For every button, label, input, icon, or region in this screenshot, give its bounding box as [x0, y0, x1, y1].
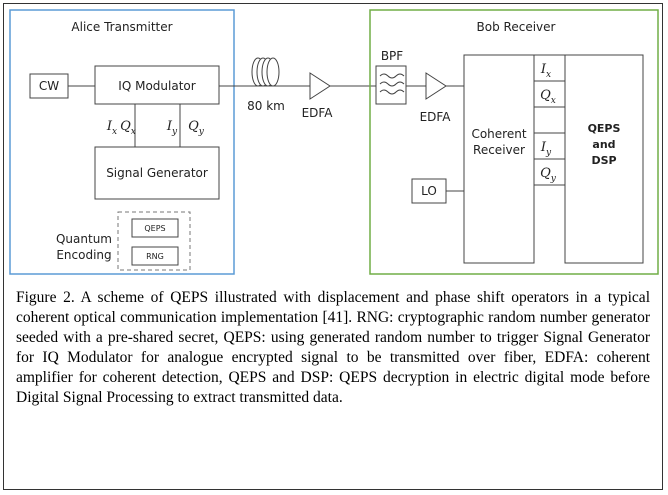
- edfa-rx-amplifier-icon: [425, 72, 447, 100]
- bpf-filter-icon: [375, 65, 407, 105]
- lo-box: [411, 178, 447, 204]
- distance-label: 80 km: [247, 99, 285, 113]
- iq-modulator-label: IQ Modulator: [118, 79, 195, 93]
- output-ix-label: Ix: [540, 62, 551, 80]
- lo-label: LO: [421, 184, 437, 198]
- alice-panel: [9, 9, 235, 275]
- dsp-label-1: QEPS: [588, 122, 621, 135]
- signal-generator-box: [94, 146, 220, 200]
- quantum-label: Quantum: [56, 232, 112, 246]
- port-iy-label: Iy: [166, 119, 178, 137]
- dsp-label-2: and: [592, 138, 615, 151]
- port-ix-label: Ix: [106, 119, 117, 137]
- edfa-rx-label: EDFA: [420, 110, 452, 124]
- bpf-wave-icon: [379, 73, 405, 95]
- figure-caption: Figure 2. A scheme of QEPS illustrated w…: [16, 289, 650, 406]
- bpf-label: BPF: [381, 49, 403, 63]
- output-iy-label: Iy: [540, 140, 552, 158]
- port-qy-label: Qy: [188, 119, 205, 137]
- cw-label: CW: [39, 79, 59, 93]
- bob-panel: [369, 9, 659, 275]
- output-qy-label: Qy: [540, 166, 557, 184]
- rng-box: [131, 246, 179, 266]
- edfa-tx-amplifier-icon: [309, 72, 331, 100]
- port-qx-label: Qx: [120, 119, 136, 137]
- cw-box: [29, 73, 69, 99]
- qeps-label: QEPS: [144, 224, 165, 233]
- encoding-label: Encoding: [56, 248, 111, 262]
- quantum-encoding-box: [117, 211, 191, 271]
- qeps-dsp-box: [564, 54, 644, 264]
- coherent-label: Coherent: [471, 127, 526, 141]
- output-qx-label: Qx: [540, 88, 556, 106]
- receiver-label: Receiver: [473, 143, 525, 157]
- qeps-box: [131, 218, 179, 238]
- coherent-receiver-box: [463, 54, 535, 264]
- system-diagram: Alice Transmitter CW IQ Modulator Ix Qx …: [9, 9, 659, 275]
- bob-title: Bob Receiver: [477, 20, 556, 34]
- edfa-tx-label: EDFA: [302, 106, 334, 120]
- iq-modulator-box: [94, 65, 220, 105]
- rng-label: RNG: [146, 252, 164, 261]
- fiber-spool-icon: [251, 57, 280, 87]
- alice-title: Alice Transmitter: [71, 20, 172, 34]
- signal-generator-label: Signal Generator: [106, 166, 208, 180]
- dsp-label-3: DSP: [591, 154, 616, 167]
